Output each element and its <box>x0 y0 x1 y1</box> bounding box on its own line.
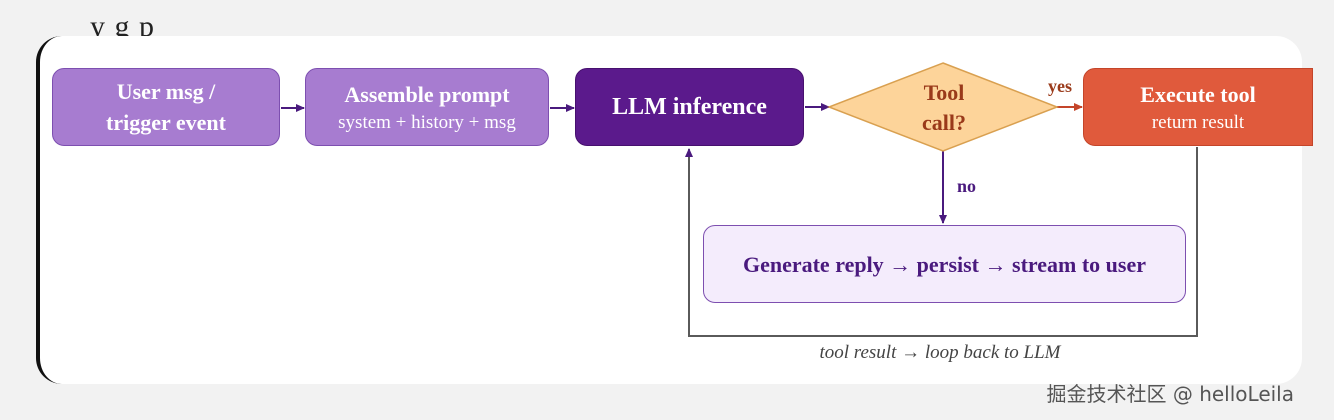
top-text: y g p <box>90 10 155 38</box>
decision-line1: Tool <box>923 80 965 105</box>
edge-label-no: no <box>957 176 977 196</box>
node-assemble-sub: system + history + msg <box>338 111 516 133</box>
node-execute-sub: return result <box>1151 111 1245 133</box>
node-reply-label: Generate reply → persist → stream to use… <box>742 251 1147 277</box>
node-execute-tool: Execute tool return result <box>1083 68 1313 146</box>
watermark: 掘金技术社区 @ helloLeila <box>1046 382 1294 406</box>
node-execute-title: Execute tool <box>1140 81 1256 107</box>
node-assemble-prompt: Assemble prompt system + history + msg <box>305 68 549 146</box>
loop-caption: tool result → loop back to LLM <box>819 342 1061 363</box>
edge-label-yes: yes <box>1048 76 1072 96</box>
decision-diamond <box>826 62 1060 152</box>
decision-label: Tool call? <box>885 78 1003 138</box>
node-generate-reply: Generate reply → persist → stream to use… <box>703 225 1186 303</box>
loop-back-line <box>685 147 1198 337</box>
node-llm-label: LLM inference <box>612 93 767 120</box>
node-llm-inference: LLM inference <box>575 68 804 146</box>
node-user-msg-line1: User msg / <box>116 79 216 104</box>
node-user-msg-line2: trigger event <box>106 110 226 135</box>
decision-line2: call? <box>922 110 966 135</box>
node-assemble-title: Assemble prompt <box>344 81 510 107</box>
node-user-msg: User msg / trigger event <box>52 68 280 146</box>
top-text-fragment: y g p <box>0 0 1334 38</box>
